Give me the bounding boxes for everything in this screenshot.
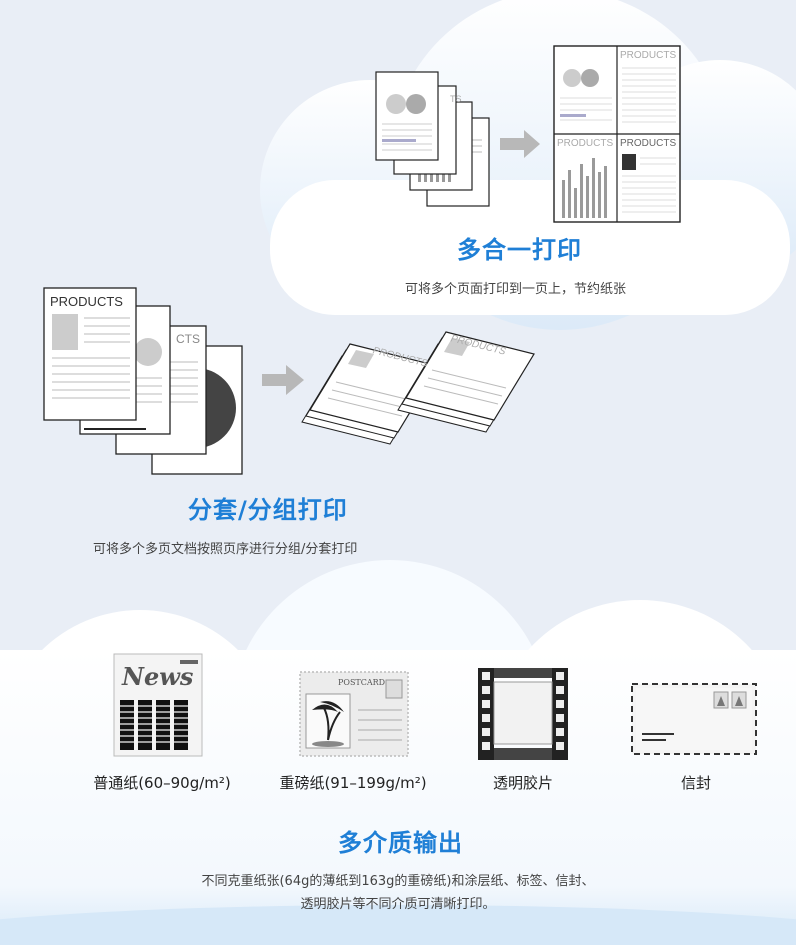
collate-illustration bbox=[43, 287, 535, 475]
media-desc-line-2: 透明胶片等不同介质可清晰打印。 bbox=[300, 897, 496, 912]
collate-desc: 可将多个多页文档按照页序进行分组/分套打印 bbox=[93, 542, 358, 557]
film-strip-icon bbox=[478, 668, 568, 760]
envelope-icon bbox=[631, 683, 757, 755]
media-label-heavy-paper: 重磅纸(91–199g/m²) bbox=[279, 774, 427, 792]
nup-illustration bbox=[375, 45, 681, 223]
nup-desc: 可将多个页面打印到一页上，节约纸张 bbox=[405, 282, 627, 297]
media-title: 多介质输出 bbox=[338, 829, 463, 857]
nup-tag-products-1: PRODUCTS bbox=[620, 50, 677, 61]
collate-tag-products-front: PRODUCTS bbox=[50, 294, 123, 309]
nup-tag-ts: TS bbox=[450, 94, 462, 104]
nup-tag-products-3: PRODUCTS bbox=[620, 138, 677, 149]
media-label-transparency: 透明胶片 bbox=[492, 774, 553, 792]
collate-output-set-1 bbox=[301, 343, 439, 445]
nup-title: 多合一打印 bbox=[457, 236, 582, 264]
newspaper-masthead: News bbox=[122, 662, 194, 691]
collate-source-page-front bbox=[43, 287, 146, 430]
nup-combined-page bbox=[553, 45, 681, 223]
media-desc-line-1: 不同克重纸张(64g的薄纸到163g的重磅纸)和涂层纸、标签、信封、 bbox=[201, 874, 595, 889]
newspaper-icon bbox=[113, 653, 203, 757]
nup-arrow-icon bbox=[500, 130, 540, 158]
postcard-icon bbox=[299, 671, 409, 757]
collate-title: 分套/分组打印 bbox=[188, 496, 348, 524]
collate-output-set-2 bbox=[397, 331, 535, 433]
media-label-envelope: 信封 bbox=[680, 774, 711, 792]
nup-source-page-front bbox=[375, 71, 439, 161]
media-label-plain-paper: 普通纸(60–90g/m²) bbox=[93, 774, 231, 792]
collate-arrow-icon bbox=[262, 365, 304, 395]
collate-tag-cts: CTS bbox=[176, 332, 200, 346]
postcard-masthead: POSTCARD bbox=[338, 678, 386, 687]
nup-tag-products-2: PRODUCTS bbox=[557, 138, 614, 149]
